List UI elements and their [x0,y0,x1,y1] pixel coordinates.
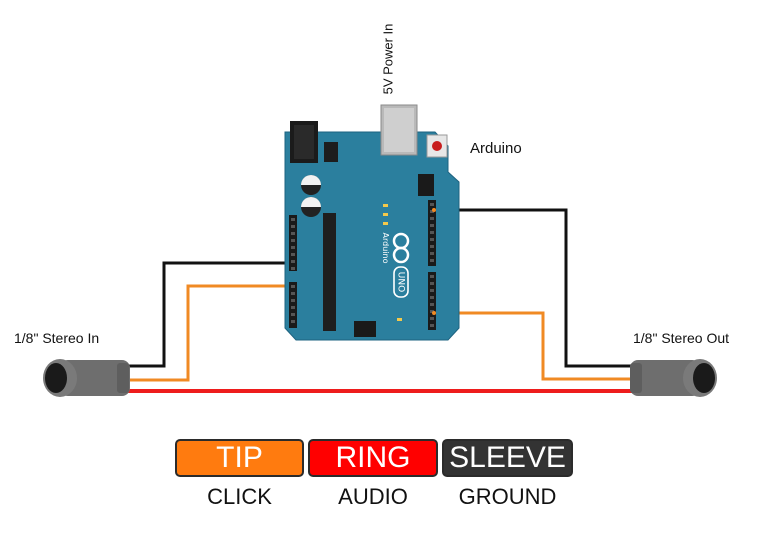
right-sleeve-wire [434,208,640,368]
wires [125,208,640,393]
stereo-in-label: 1/8" Stereo In [14,330,100,346]
stereo-out-label: 1/8" Stereo Out [633,330,730,346]
uno-badge [393,266,409,298]
stereo-out-jack [630,359,717,397]
legend-sleeve-box: SLEEVE [442,439,573,477]
board-logo-text: Arduino [381,233,390,264]
legend-ring-caption: AUDIO [338,484,408,509]
uno-text: UNO [396,272,406,292]
arduino-label: Arduino [470,140,522,157]
legend-tip-caption: CLICK [207,484,272,509]
legend-sleeve-caption: GROUND [458,484,557,509]
left-tip-wire [125,284,290,382]
legend-tip-box: TIP [175,439,304,477]
legend-ring-label: RING [335,441,411,474]
left-sleeve-wire [125,261,290,368]
stereo-in-jack [43,359,130,397]
right-tip-wire [434,311,640,381]
power-label: 5V Power In [380,14,396,104]
legend-tip-label: TIP [216,441,263,474]
arduino-logo-icon [392,232,410,264]
legend-ring-box: RING [308,439,438,477]
microcontroller [323,213,336,331]
power-label-text: 5V Power In [380,23,396,95]
arduino-board: Arduino UNO [284,104,460,341]
legend-sleeve-label: SLEEVE [449,441,566,474]
